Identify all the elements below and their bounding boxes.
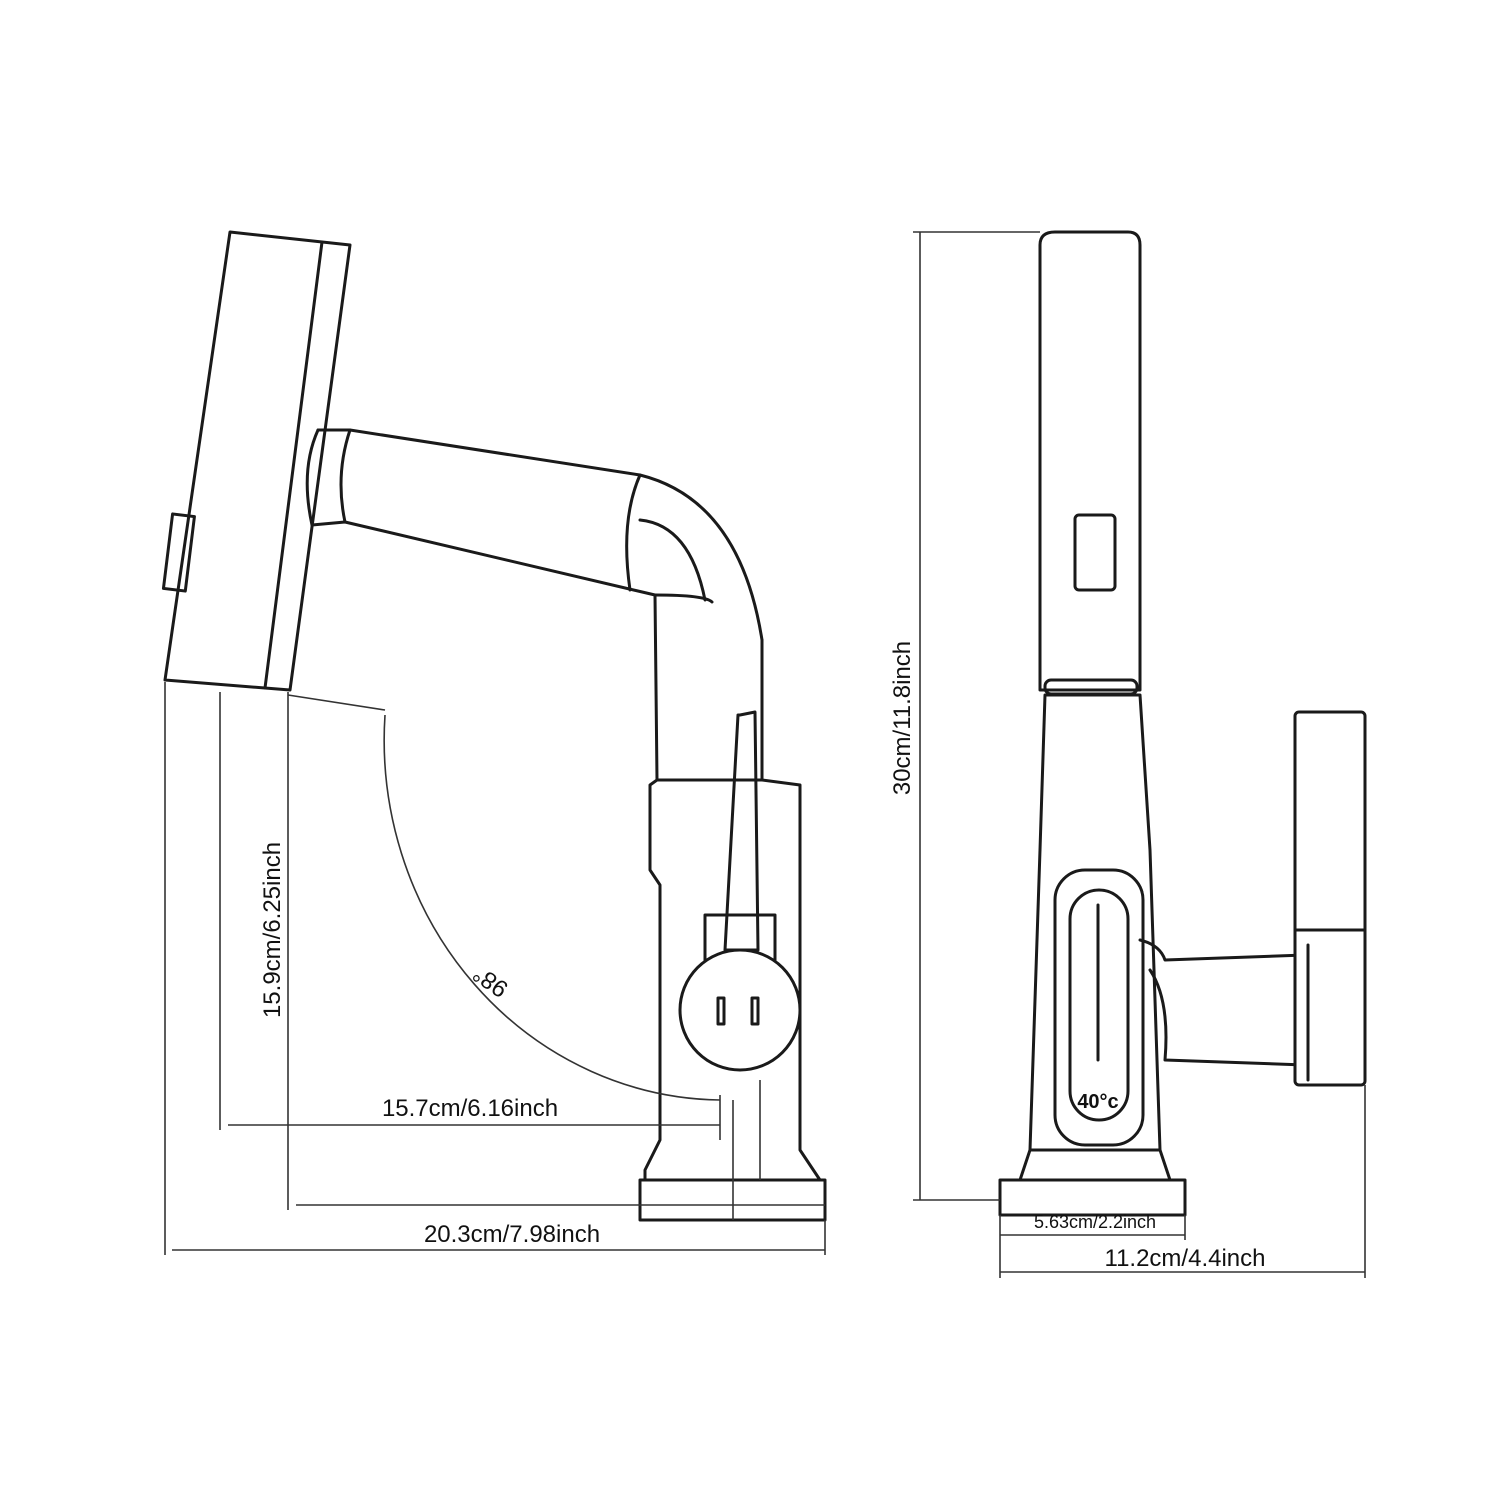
lever-handle bbox=[678, 710, 802, 1072]
angle-arc bbox=[383, 714, 721, 1101]
side-dimension-lines bbox=[164, 682, 826, 1255]
handle-block bbox=[1293, 710, 1367, 1087]
faucet-body bbox=[638, 593, 827, 1222]
front-spray-head bbox=[1038, 230, 1142, 696]
spray-button bbox=[161, 512, 196, 593]
front-view-faucet: 40°c 30cm/11.8inch 5.63cm/2.2inch 11.2cm… bbox=[889, 230, 1367, 1278]
spout bbox=[305, 428, 764, 642]
temperature-display: 40°c bbox=[1077, 1091, 1118, 1113]
display-window bbox=[1053, 868, 1145, 1147]
front-spray-button bbox=[1073, 513, 1117, 592]
reach-label: 15.7cm/6.16inch bbox=[382, 1095, 558, 1122]
total-height-label: 30cm/11.8inch bbox=[889, 641, 916, 795]
spray-head bbox=[161, 230, 352, 692]
total-width-label: 11.2cm/4.4inch bbox=[1105, 1245, 1266, 1272]
angle-label: 98° bbox=[468, 960, 513, 1003]
base-width-label: 5.63cm/2.2inch bbox=[1034, 1212, 1156, 1232]
front-dimension-lines bbox=[913, 231, 1366, 1278]
front-handle bbox=[1138, 710, 1367, 1087]
front-body bbox=[998, 693, 1187, 1217]
base-plate-front bbox=[998, 1178, 1187, 1217]
height-label: 15.9cm/6.25inch bbox=[259, 842, 286, 1018]
side-view-faucet: 15.9cm/6.25inch 15.7cm/6.16inch 20.3cm/7… bbox=[161, 230, 827, 1255]
length-label: 20.3cm/7.98inch bbox=[424, 1221, 600, 1248]
aerator bbox=[1043, 678, 1139, 696]
